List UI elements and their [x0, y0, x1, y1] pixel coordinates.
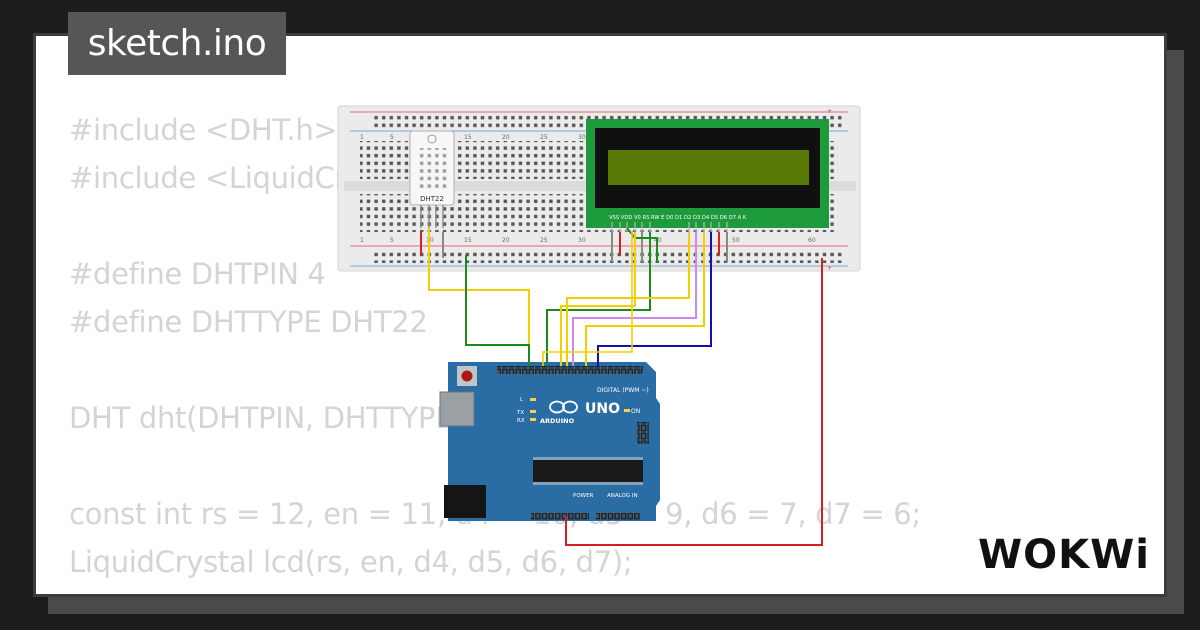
code-line: #define DHTPIN 4: [69, 257, 326, 291]
code-line: #define DHTTYPE DHT22: [69, 305, 428, 339]
power-header-label: POWER: [573, 493, 594, 499]
svg-text:+: +: [827, 108, 832, 115]
sensor-label: DHT22: [420, 195, 444, 203]
breadboard-jumpers: [420, 227, 728, 266]
code-line: LiquidCrystal lcd(rs, en, d4, d5, d6, d7…: [69, 545, 633, 579]
wokwi-logo: WOKWi: [978, 532, 1150, 576]
svg-text:+: +: [827, 265, 832, 272]
svg-text:20: 20: [502, 237, 510, 244]
tx-led-label: TX: [516, 410, 524, 416]
svg-text:20: 20: [502, 134, 510, 141]
code-preview: #include <DHT.h> #include <LiquidCrystal…: [69, 106, 921, 586]
board-maker: ARDUINO: [540, 417, 575, 425]
svg-text:60: 60: [808, 237, 816, 244]
on-led-label: ON: [631, 408, 640, 415]
lcd-pin-labels: VSS VDD V0 RS RW E D0 D1 D2 D3 D4 D5 D6 …: [609, 215, 747, 221]
brand-text: WOKWi: [978, 532, 1150, 576]
lcd-display: VSS VDD V0 RS RW E D0 D1 D2 D3 D4 D5 D6 …: [586, 119, 829, 232]
file-title: sketch.ino: [68, 12, 286, 75]
svg-text:30: 30: [578, 134, 586, 141]
svg-text:15: 15: [464, 134, 472, 141]
reset-button[interactable]: [461, 370, 473, 382]
dht22-sensor: DHT22: [409, 130, 455, 228]
l-led-label: L: [520, 397, 524, 403]
svg-text:15: 15: [464, 237, 472, 244]
analog-header-label: ANALOG IN: [607, 493, 638, 499]
svg-text:5: 5: [390, 237, 394, 244]
code-line: #include <DHT.h>: [69, 113, 338, 147]
svg-text:1: 1: [360, 237, 364, 244]
wires: [428, 228, 823, 546]
svg-text:1: 1: [360, 134, 364, 141]
svg-text:25: 25: [540, 237, 548, 244]
digital-header-label: DIGITAL (PWM ~): [597, 387, 649, 394]
svg-text:5: 5: [390, 134, 394, 141]
svg-text:50: 50: [732, 237, 740, 244]
arduino-uno: DIGITAL (PWM ~) UNO ARDUINO POWER ANALOG…: [439, 362, 660, 521]
arduino-logo-icon: [549, 400, 578, 414]
svg-text:25: 25: [540, 134, 548, 141]
rx-led-label: RX: [517, 418, 525, 424]
svg-text:30: 30: [578, 237, 586, 244]
board-model: UNO: [585, 401, 620, 417]
